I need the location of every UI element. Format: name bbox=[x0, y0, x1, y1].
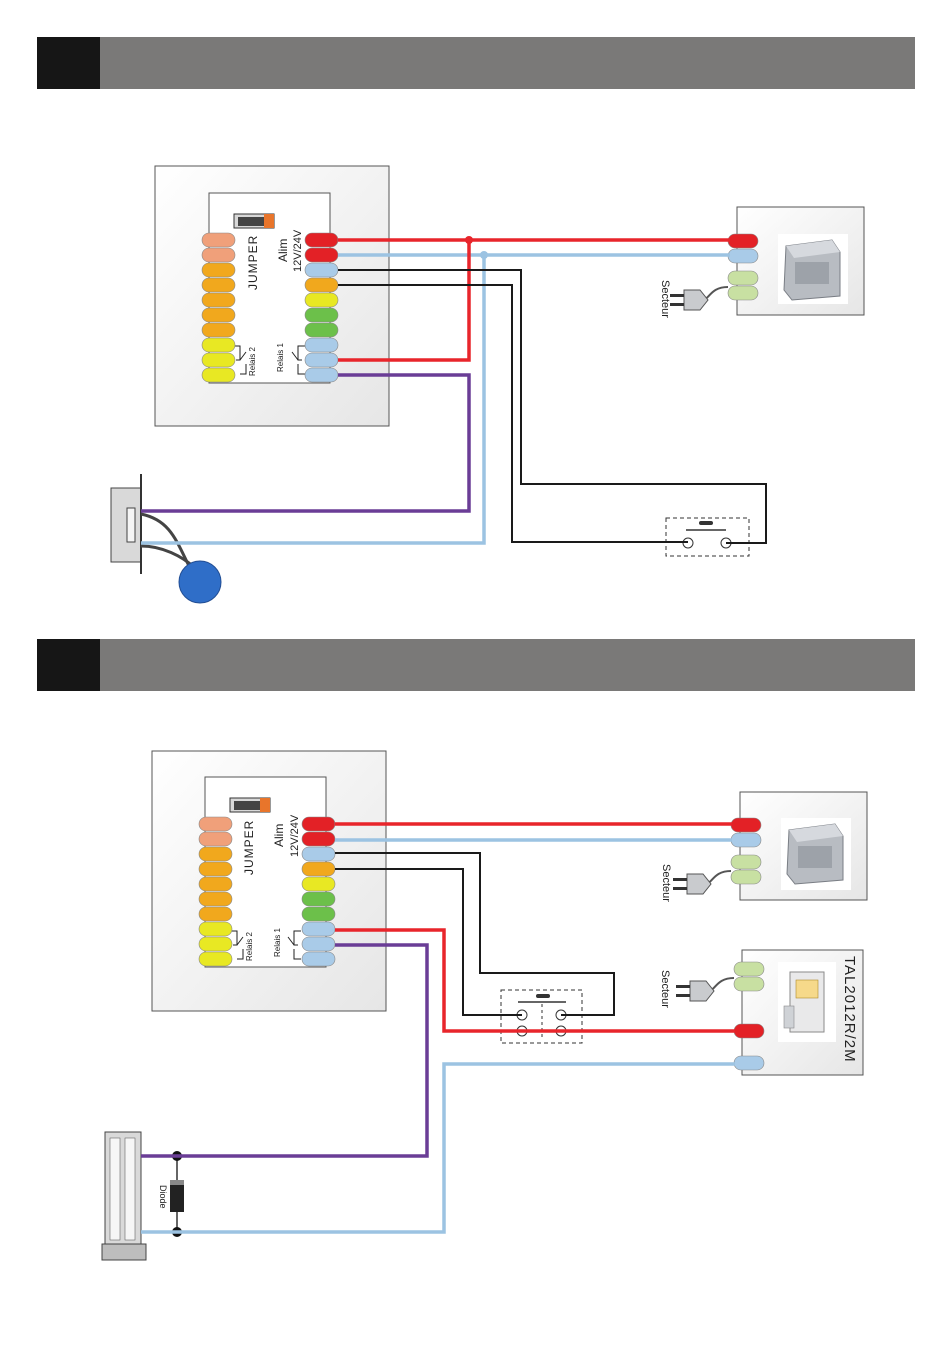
diode-label: Diode bbox=[158, 1185, 168, 1209]
controller-unit: JUMPER Alim 12V/24V Relais 1 Relais 2 bbox=[155, 166, 389, 426]
mains-plug-icon bbox=[670, 287, 728, 310]
wire-blue-lock bbox=[141, 1064, 735, 1232]
relay2-label: Relais 2 bbox=[245, 932, 254, 961]
mains-label: Secteur bbox=[659, 280, 671, 318]
jumper-label: JUMPER bbox=[246, 235, 260, 290]
section-1-diagram: JUMPER Alim 12V/24V Relais 1 Relais 2 bbox=[111, 166, 864, 603]
push-button-icon bbox=[179, 561, 221, 603]
alim-label: Alim bbox=[272, 824, 286, 847]
mains-label: Secteur bbox=[660, 864, 672, 902]
relay2-label: Relais 2 bbox=[248, 347, 257, 376]
exit-switch-icon bbox=[666, 518, 749, 556]
maglock-icon bbox=[102, 1132, 146, 1260]
mains-plug-icon bbox=[673, 871, 731, 894]
diode-icon bbox=[170, 1151, 184, 1237]
relay1-label: Relais 1 bbox=[273, 928, 282, 957]
voltage-label: 12V/24V bbox=[289, 814, 301, 857]
junction-red bbox=[465, 236, 473, 244]
controller-unit: JUMPER Alim 12V/24V Relais 1 Relais 2 bbox=[152, 751, 386, 1011]
jumper-icon bbox=[230, 798, 270, 812]
exit-switch-icon bbox=[501, 990, 582, 1043]
junction-blue bbox=[480, 251, 488, 259]
door-strike-icon bbox=[111, 474, 195, 574]
transformer-image bbox=[781, 818, 851, 890]
power-supply-unit: Secteur bbox=[659, 207, 864, 318]
alim-label: Alim bbox=[276, 239, 290, 262]
jumper-icon bbox=[234, 214, 274, 228]
relay1-label: Relais 1 bbox=[276, 343, 285, 372]
second-power-supply-unit: TAL2012R/2M Secteur bbox=[659, 950, 863, 1075]
mains-plug-icon bbox=[676, 978, 734, 1001]
transformer-image bbox=[778, 234, 848, 304]
section-2-diagram: JUMPER Alim 12V/24V Relais 1 Relais 2 bbox=[102, 751, 867, 1260]
transformer-image bbox=[778, 962, 836, 1042]
model-label: TAL2012R/2M bbox=[841, 956, 858, 1063]
wire-black-switch-a bbox=[338, 270, 766, 543]
mains-label-2: Secteur bbox=[659, 970, 671, 1008]
voltage-label: 12V/24V bbox=[292, 229, 304, 272]
power-supply-unit: Secteur bbox=[660, 792, 867, 902]
wire-black-switch-b bbox=[338, 285, 688, 542]
jumper-label: JUMPER bbox=[242, 820, 256, 875]
